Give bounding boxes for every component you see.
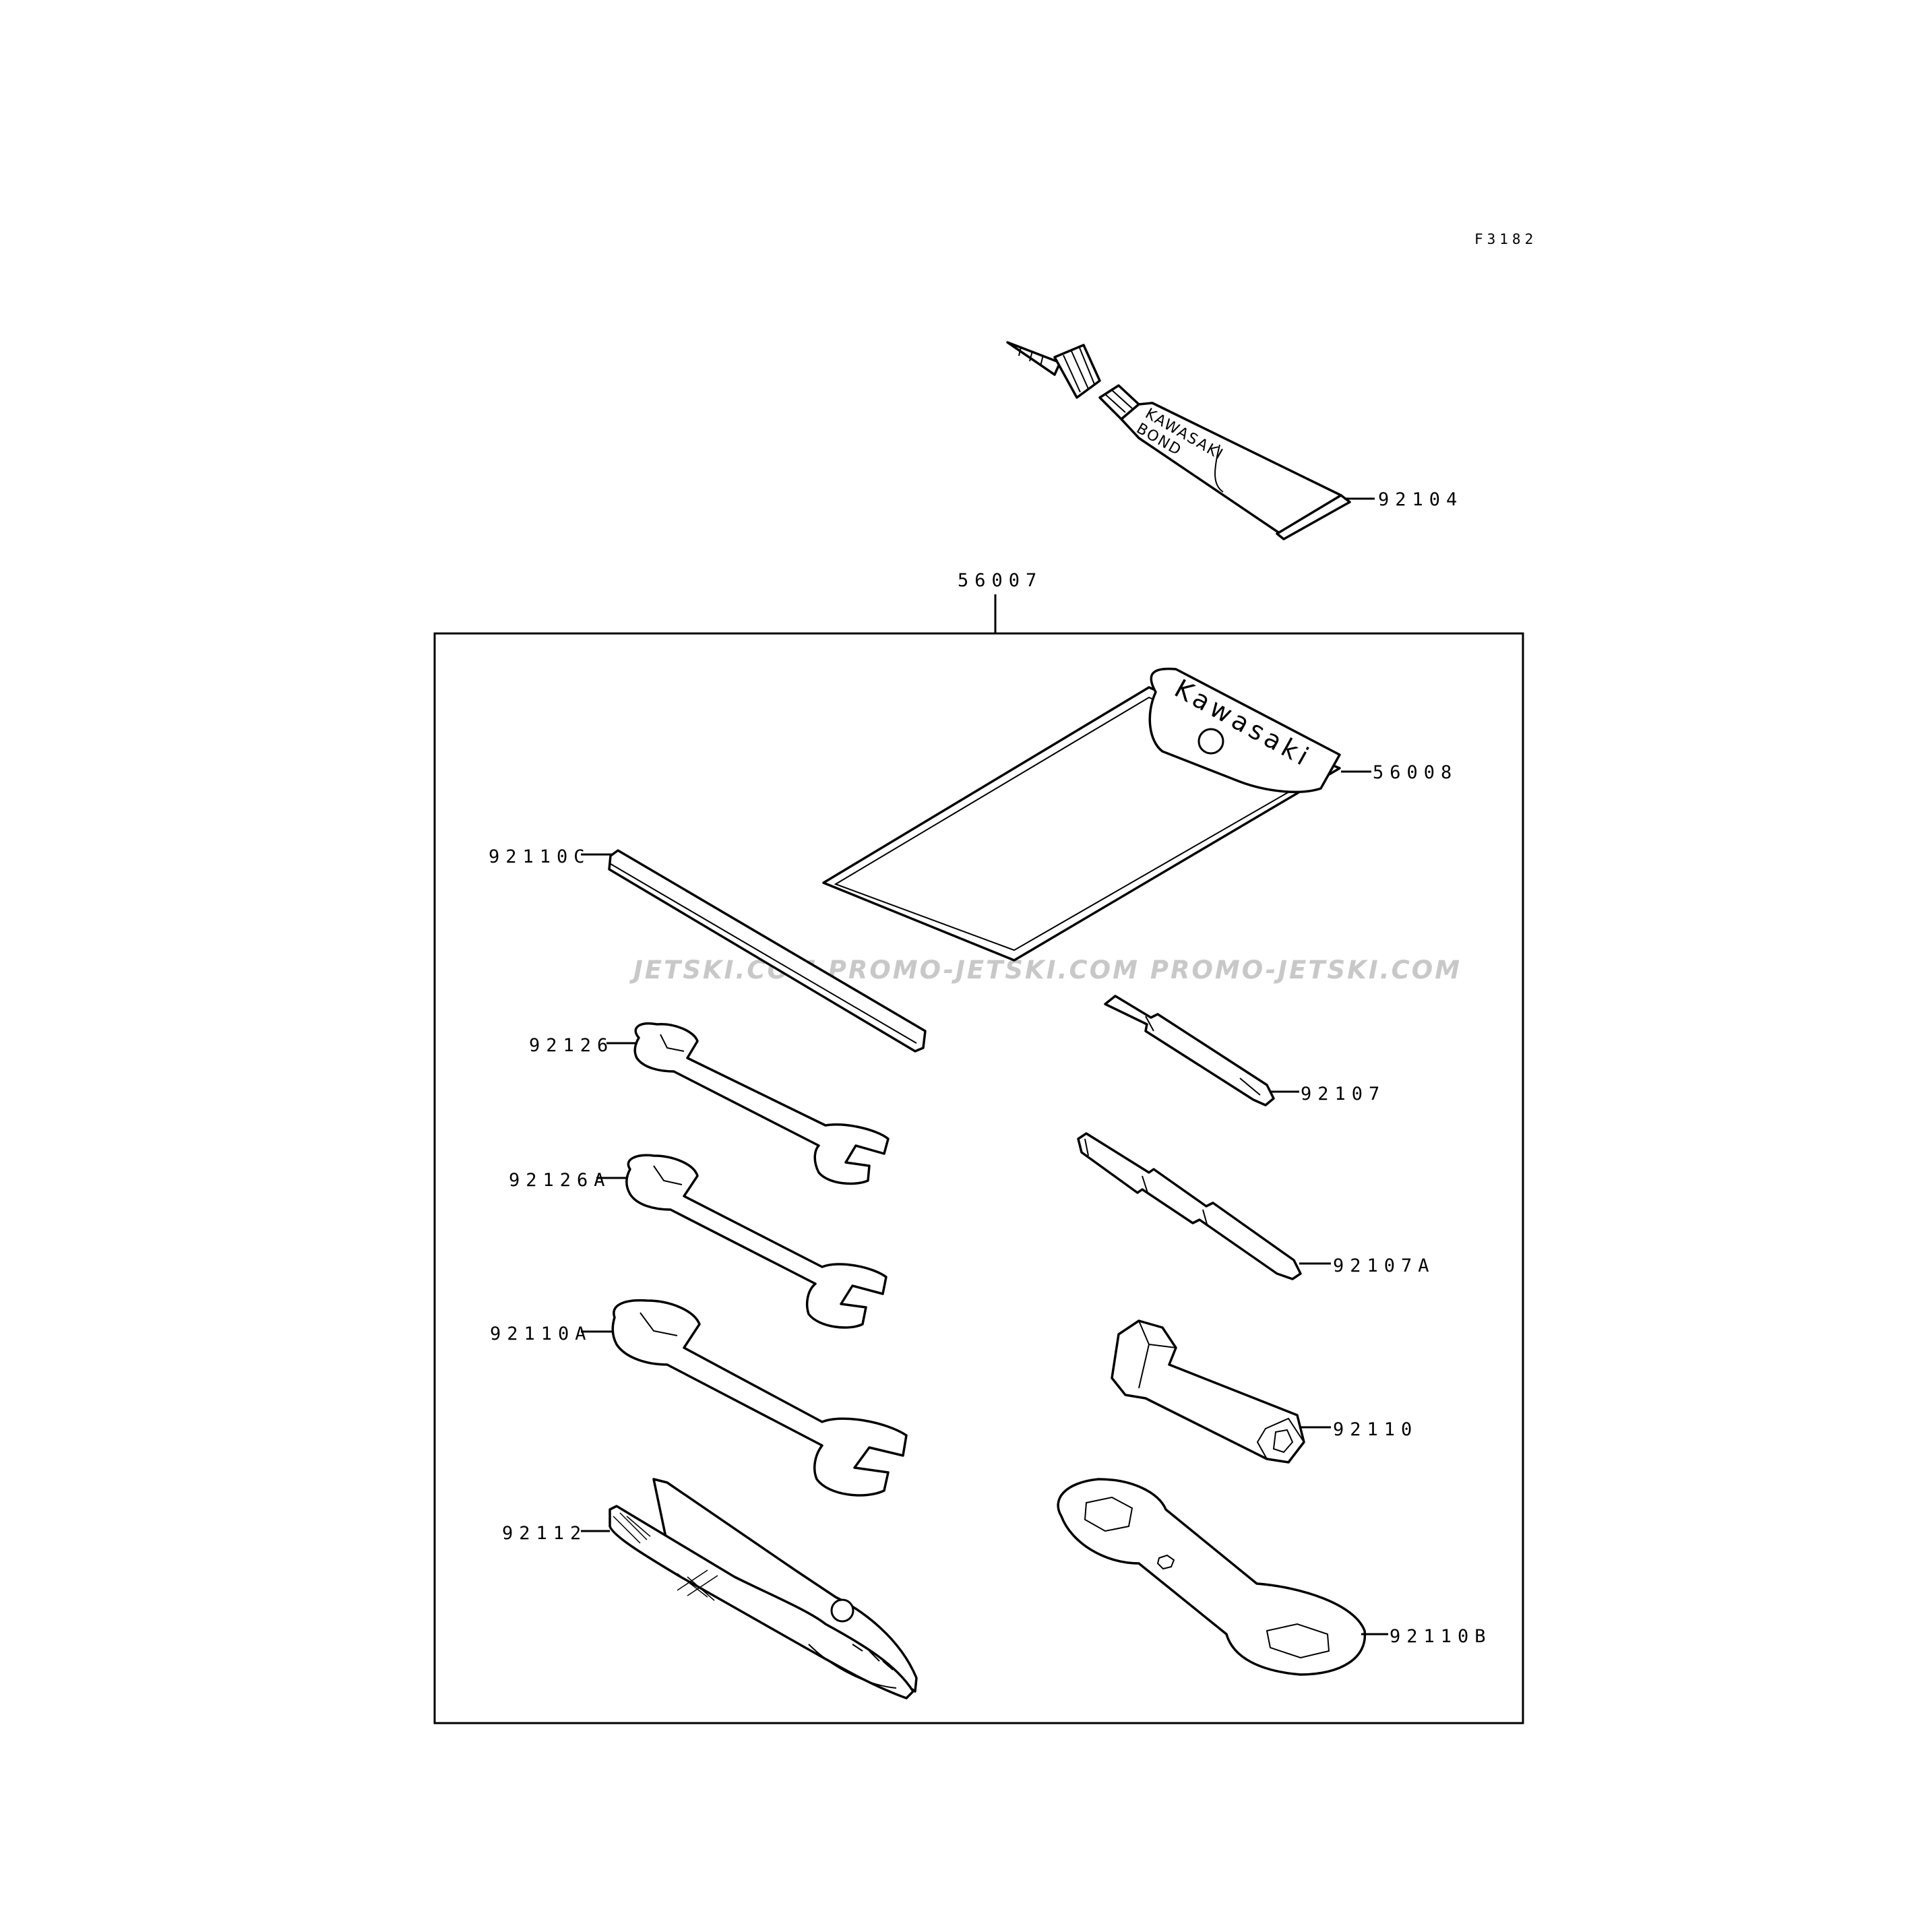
tool-kit-frame [433, 632, 1524, 1724]
part-label-92112: 92112 [502, 1523, 587, 1544]
part-label-92110B: 92110B [1390, 1626, 1492, 1647]
part-label-92126A: 92126A [509, 1170, 611, 1191]
wrench-92126 [633, 1022, 890, 1185]
part-label-92107A: 92107A [1333, 1255, 1435, 1276]
pliers-pivot [830, 1598, 854, 1623]
hex-bar [608, 849, 927, 1053]
part-label-92126: 92126 [529, 1035, 614, 1056]
spark-plug-socket [1111, 1319, 1305, 1464]
pouch-snap-button [1197, 728, 1224, 755]
pliers [609, 1478, 918, 1700]
part-label-92110: 92110 [1333, 1419, 1418, 1440]
watermark-text: JETSKI.COM PROMO-JETSKI.COM PROMO-JETSKI… [629, 956, 1462, 985]
screwdriver-92107 [1104, 995, 1275, 1107]
figure-code: F3182 [1474, 231, 1537, 247]
bond-tube: KAWASAKI BOND [1006, 341, 1351, 540]
part-label-92110C: 92110C [489, 846, 591, 867]
box-wrench [1057, 1478, 1367, 1676]
part-label-56007: 56007 [958, 570, 1042, 591]
wrench-92126A [625, 1154, 887, 1329]
part-label-92110A: 92110A [490, 1323, 592, 1344]
part-label-92104: 92104 [1378, 489, 1463, 510]
tool-pouch: Kawasaki [822, 667, 1341, 962]
part-label-92107: 92107 [1301, 1084, 1385, 1104]
part-label-56008: 56008 [1373, 762, 1458, 783]
wrench-92110A [611, 1299, 908, 1497]
screwdriver-92107A [1077, 1132, 1302, 1280]
